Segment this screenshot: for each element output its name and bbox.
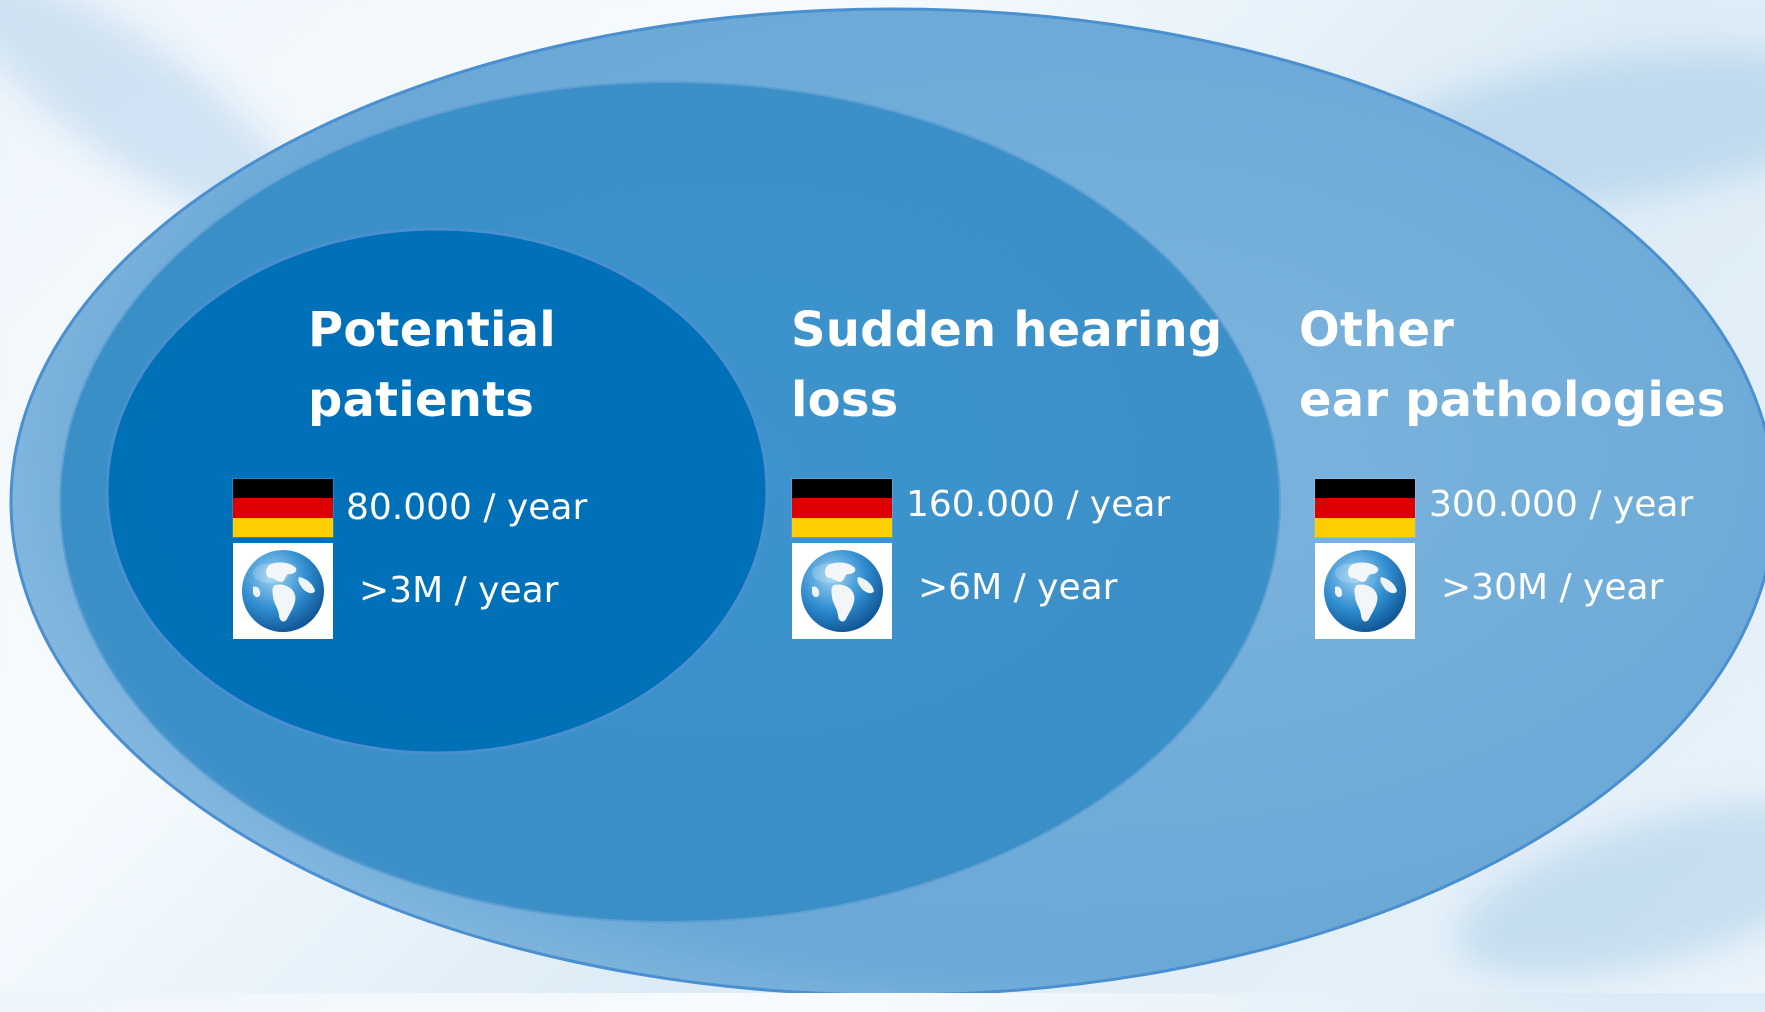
germany-stat-row: 80.000 / year [233, 479, 587, 537]
world-stat-row: >6M / year [792, 543, 1117, 639]
world-count: >30M / year [1441, 567, 1664, 608]
world-count: >6M / year [918, 567, 1118, 608]
globe-icon [1315, 543, 1415, 639]
segment-title-line: Sudden hearing [791, 302, 1223, 358]
segment-title-line: Potential [308, 302, 556, 358]
germany-count: 80.000 / year [346, 487, 588, 528]
world-stat-row: >3M / year [233, 543, 558, 639]
globe-icon [233, 543, 333, 639]
segment-title-potential-patients: Potential patients [308, 295, 556, 435]
world-count: >3M / year [359, 570, 559, 611]
segment-title-line: ear pathologies [1299, 372, 1726, 428]
germany-flag-icon [233, 479, 333, 537]
segment-title-sudden-hearing-loss: Sudden hearing loss [791, 295, 1222, 435]
globe-icon [792, 543, 892, 639]
segment-title-line: Other [1299, 302, 1455, 358]
world-stat-row: >30M / year [1315, 543, 1663, 639]
germany-count: 160.000 / year [906, 484, 1171, 525]
segment-title-line: patients [308, 372, 534, 428]
segment-title-line: loss [791, 372, 899, 428]
germany-flag-icon [792, 479, 892, 537]
segment-title-other-ear-pathologies: Other ear pathologies [1299, 295, 1726, 435]
germany-flag-icon [1315, 479, 1415, 537]
germany-stat-row: 300.000 / year [1315, 479, 1693, 537]
germany-count: 300.000 / year [1429, 484, 1694, 525]
germany-stat-row: 160.000 / year [792, 479, 1170, 537]
